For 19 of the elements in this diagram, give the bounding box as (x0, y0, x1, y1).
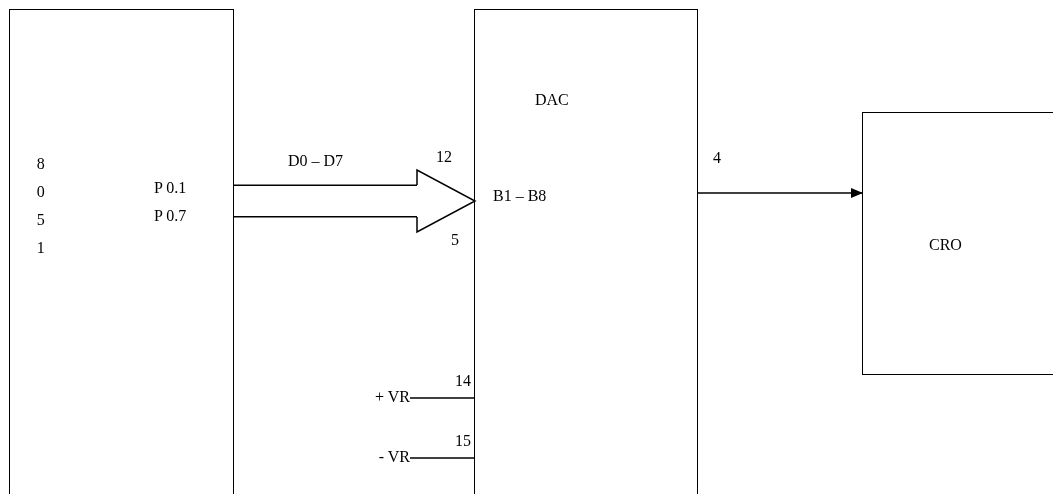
pin-label: - VR (366, 444, 410, 470)
pin-number: 15 (455, 431, 471, 451)
block-box (862, 112, 1053, 375)
block-box (474, 9, 698, 494)
pin-number: 4 (713, 148, 721, 168)
pin-number: 14 (455, 371, 471, 391)
pin-label: + VR (360, 384, 410, 410)
block-box (9, 9, 234, 494)
pin-number: 12 (436, 147, 452, 167)
pin-line (409, 397, 476, 399)
pin-label: P 0.1 (154, 178, 187, 198)
pin-label: P 0.7 (154, 206, 187, 226)
pin-number: 5 (451, 230, 459, 250)
chip-name: 8051 (36, 154, 46, 258)
block-title: CRO (929, 235, 962, 255)
arrow (697, 188, 864, 198)
block-title: DAC (535, 90, 569, 110)
pin-line (409, 457, 476, 459)
pin-label: B1 – B8 (493, 186, 547, 206)
